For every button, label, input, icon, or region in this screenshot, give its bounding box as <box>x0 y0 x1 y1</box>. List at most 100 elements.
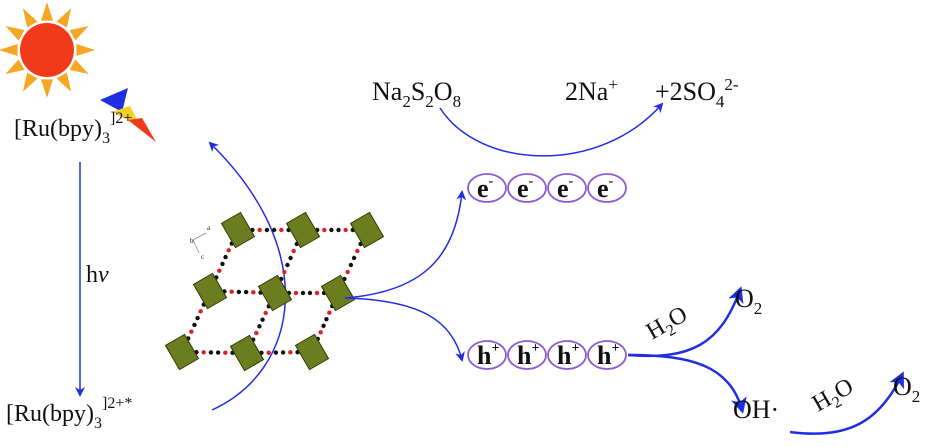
metal-node <box>220 211 256 249</box>
linker-atom <box>266 350 271 355</box>
linker-atom <box>201 350 206 355</box>
linker-atom <box>254 330 259 336</box>
hole-label: h+ <box>557 341 579 370</box>
linker-atom <box>279 227 284 233</box>
svg-text:c: c <box>201 253 204 261</box>
linker-atom <box>300 290 306 296</box>
linker-atom <box>223 254 228 260</box>
linker-atom <box>257 227 262 233</box>
light-beam-icon <box>100 88 156 142</box>
electron-row: e-e-e-e- <box>467 173 627 203</box>
linker-atom <box>263 310 268 316</box>
linker-atom <box>291 248 296 254</box>
water-label-1: H2O <box>642 301 694 348</box>
oxygen-label-1: O2 <box>735 284 762 318</box>
hole-label: h+ <box>597 341 619 370</box>
linker-atom <box>223 350 228 355</box>
water-label-2: H2O <box>808 373 860 420</box>
linker-atom <box>321 323 326 328</box>
svg-text:a: a <box>207 224 211 232</box>
electron-label: e- <box>517 174 534 203</box>
electron-ellipse <box>587 173 627 203</box>
linker-atom <box>264 227 270 233</box>
sun-icon <box>0 2 95 98</box>
persulfate-label: Na2S2O8 <box>372 77 461 111</box>
linker-atom <box>273 350 279 355</box>
sun-ray <box>69 59 89 74</box>
sun-ray <box>41 79 53 98</box>
hole-label: h+ <box>517 341 539 370</box>
linker-atom <box>280 350 286 355</box>
metal-node <box>229 334 265 372</box>
hole-ellipse <box>547 340 587 370</box>
hole-generation-arrow <box>344 297 465 362</box>
linker-atom <box>343 227 348 233</box>
metal-node <box>294 333 330 371</box>
linker-atom <box>285 262 290 268</box>
sun-ray <box>0 44 18 56</box>
hole-ellipse <box>587 340 627 370</box>
linker-atom <box>192 322 197 328</box>
hole-row: h+h+h+h+ <box>467 340 627 370</box>
linker-atom <box>293 290 299 296</box>
oxygen-label-2: O2 <box>893 372 920 406</box>
svg-text:b: b <box>190 237 194 245</box>
hole-ellipse <box>507 340 547 370</box>
linker-atom <box>288 350 293 355</box>
sun-ray <box>5 26 25 41</box>
sun-ray <box>69 26 89 41</box>
linker-atom <box>226 248 231 253</box>
hydroxyl-formation-arrow <box>627 353 747 414</box>
linker-atom <box>236 289 242 295</box>
linker-atom <box>271 227 277 233</box>
linker-atom <box>318 330 323 335</box>
linker-atom <box>195 315 200 321</box>
linker-atom <box>189 329 194 334</box>
linker-atom <box>322 227 327 233</box>
electron-label: e- <box>477 174 494 203</box>
linker-atom <box>288 255 293 261</box>
ru-ground-state-label: [Ru(bpy)3]2+ <box>14 110 132 147</box>
linker-atom <box>257 324 262 329</box>
linker-atom <box>307 290 313 296</box>
sun-core <box>20 23 74 77</box>
linker-atom <box>348 262 354 268</box>
electron-ellipse <box>547 173 587 203</box>
electron-ellipse <box>507 173 547 203</box>
sun-ray <box>76 44 95 56</box>
electron-transfer-arrow <box>208 141 286 411</box>
linker-atom <box>215 350 221 355</box>
sun-ray <box>23 72 38 92</box>
metal-node <box>320 274 356 312</box>
linker-atom <box>345 269 350 275</box>
electron-label: e- <box>557 174 574 203</box>
linker-atom <box>336 227 341 233</box>
metal-node <box>192 272 228 310</box>
sun-ray <box>56 72 71 92</box>
linker-atom <box>229 289 234 294</box>
crystal-axes-icon: a b c <box>190 224 211 261</box>
linker-atom <box>217 268 222 273</box>
persulfate-reduction-arrow <box>439 102 664 157</box>
linker-atom <box>198 309 203 314</box>
metal-node <box>285 211 321 249</box>
linker-atom <box>351 255 357 261</box>
metal-node <box>164 333 200 371</box>
linker-atom <box>251 290 256 295</box>
linker-atom <box>243 289 249 295</box>
hv-label: hν <box>86 262 109 288</box>
hydroxyl-radical-label: OH· <box>733 395 779 424</box>
linker-atom <box>324 317 329 322</box>
sun-ray <box>56 8 71 28</box>
mof-structure-image <box>164 211 385 372</box>
linker-atom <box>220 261 225 267</box>
hole-ellipse <box>467 340 507 370</box>
sun-ray <box>5 59 25 74</box>
sun-ray <box>41 2 53 21</box>
electron-excitation-arrow <box>344 190 467 299</box>
metal-node <box>349 211 385 249</box>
electron-label: e- <box>597 174 614 203</box>
sodium-ion-label: 2Na+ <box>565 75 618 106</box>
